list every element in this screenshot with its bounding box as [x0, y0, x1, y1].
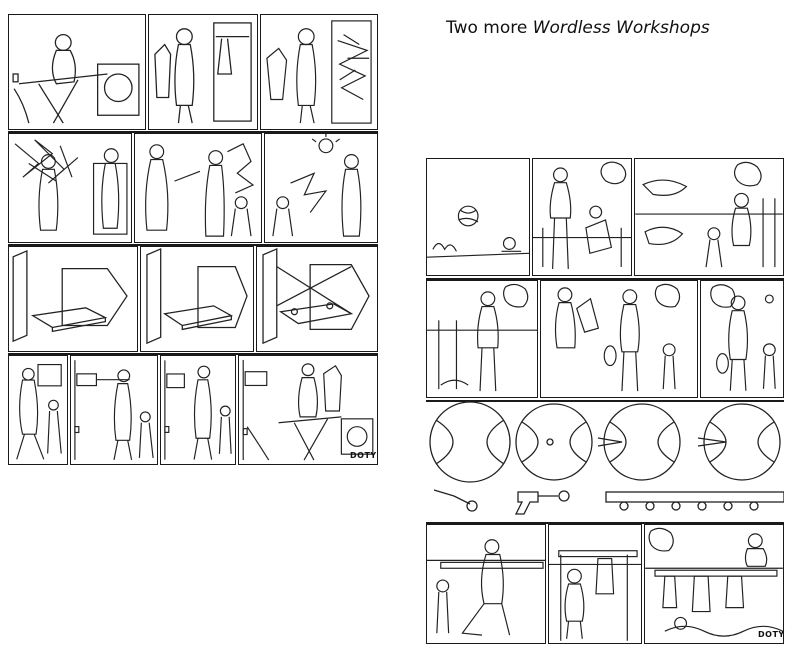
right-divider-1	[426, 278, 784, 280]
page-title: Two more Wordless Workshops	[446, 18, 786, 42]
family-untangling-illustration	[145, 143, 255, 237]
right-row3-diagram	[426, 402, 784, 520]
left-divider-2	[8, 244, 378, 246]
couple-with-racket-illustration	[554, 283, 681, 392]
tennis-ball-holder-diagram	[429, 402, 784, 515]
tennis-idea-illustration	[710, 284, 776, 391]
left-row2-panel1	[8, 133, 132, 243]
shelf-diagram-step2	[146, 247, 248, 345]
ball-splash-illustration	[427, 205, 529, 258]
left-row4-panel3	[160, 355, 236, 465]
left-row3-panel2	[140, 246, 254, 352]
right-row1-panel1	[426, 158, 530, 276]
right-artist-signature: DOTY	[758, 630, 785, 639]
left-row2-panel2	[134, 133, 262, 243]
left-divider-1	[8, 131, 378, 133]
left-row3-panel1	[8, 246, 138, 352]
towel-on-fence-illustration	[533, 161, 631, 269]
ironing-woman-illustration	[12, 34, 140, 124]
left-row4-panel1	[8, 355, 68, 465]
right-row1-panel2	[532, 158, 632, 276]
title-emphasis: Wordless Workshops	[532, 18, 710, 38]
right-row2-panel3	[700, 280, 784, 398]
left-artist-signature: DOTY	[350, 451, 377, 460]
title-prefix: Two more	[446, 18, 533, 38]
woman-by-fence-illustration	[427, 283, 537, 392]
right-row2-panel2	[540, 280, 698, 398]
girl-hanging-towel-illustration	[549, 550, 641, 641]
right-divider-3	[426, 522, 784, 524]
left-row2-panel3	[264, 133, 378, 243]
mounting-shelf-illustration	[74, 360, 154, 460]
man-mounting-rack-illustration	[427, 539, 545, 636]
shelf-mounted-illustration	[164, 360, 232, 460]
tangled-hangers-man-illustration	[14, 139, 128, 235]
rack-with-towels-illustration	[645, 527, 783, 637]
man-carrying-shelf-illustration	[16, 363, 62, 460]
left-row4-panel2	[70, 355, 158, 465]
towels-blowing-illustration	[635, 161, 783, 268]
shelf-diagram-step1	[12, 249, 128, 343]
left-row1-panel3	[260, 14, 378, 130]
right-row2-panel1	[426, 280, 538, 398]
left-row4-panel4	[238, 355, 378, 465]
right-row4-panel2	[548, 524, 642, 644]
left-divider-3	[8, 353, 378, 355]
shelf-diagram-step3	[262, 247, 370, 345]
closet-woman-illustration	[154, 22, 252, 124]
left-row1-panel1	[8, 14, 146, 130]
left-row1-panel2	[148, 14, 258, 130]
hangers-tangle-illustration	[266, 20, 372, 124]
ironing-with-shelf-illustration	[242, 359, 374, 461]
right-row4-panel3	[644, 524, 784, 644]
right-row1-panel3	[634, 158, 784, 276]
left-row3-panel3	[256, 246, 378, 352]
right-divider-2	[426, 400, 784, 402]
idea-bulb-illustration	[272, 134, 362, 237]
right-row4-panel1	[426, 524, 546, 644]
